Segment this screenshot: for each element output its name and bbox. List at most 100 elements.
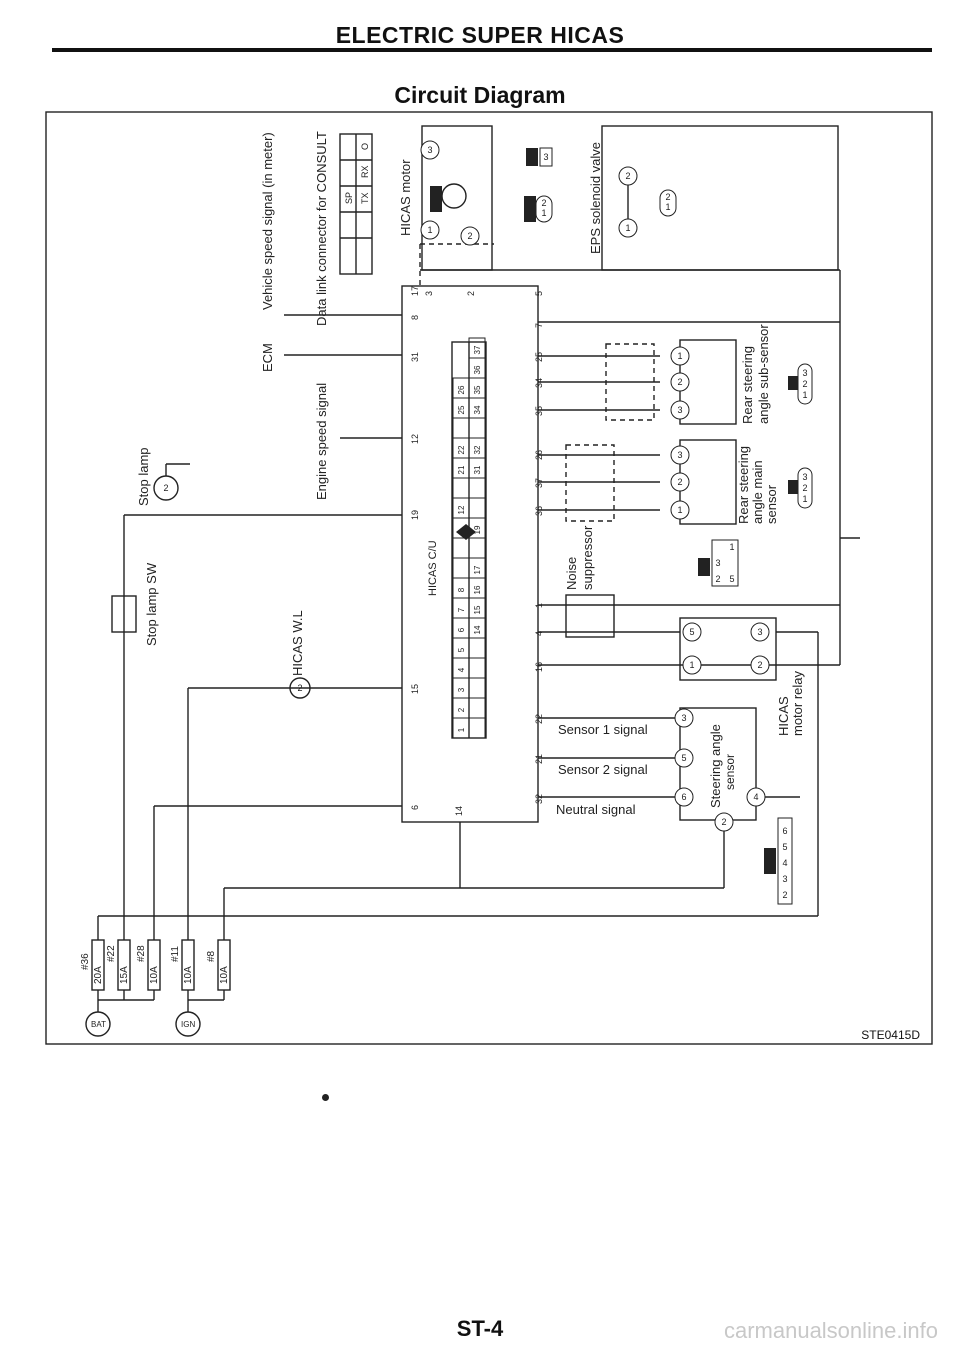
pin-right-37: 37 bbox=[534, 478, 544, 488]
sub-conn-2: 2 bbox=[802, 379, 807, 389]
pin-3: 3 bbox=[424, 291, 434, 296]
pin-right-16: 16 bbox=[534, 662, 544, 672]
rear-main-label-2: angle main bbox=[750, 460, 765, 524]
rear-main-label-1: Rear steering bbox=[736, 446, 751, 524]
fuse-8-rating: 10A bbox=[219, 966, 230, 984]
eps-conn-2: 2 bbox=[665, 192, 670, 202]
fuse-8-id: #8 bbox=[206, 950, 217, 962]
eps-valve-label: EPS solenoid valve bbox=[588, 142, 603, 254]
main-conn-3: 3 bbox=[802, 472, 807, 482]
ecm-label: ECM bbox=[260, 343, 275, 372]
sensor1-label: Sensor 1 signal bbox=[558, 722, 648, 737]
pin-right-36: 36 bbox=[534, 506, 544, 516]
grid-r2-cell bbox=[468, 677, 486, 699]
hicas-control-unit bbox=[401, 285, 539, 823]
engine-speed-label: Engine speed signal bbox=[314, 383, 329, 500]
fuse-28-rating: 10A bbox=[149, 966, 160, 984]
vehicle-speed-label: Vehicle speed signal (in meter) bbox=[260, 132, 275, 310]
motor-relay-label-2: motor relay bbox=[790, 670, 805, 736]
fuse-28-id: #28 bbox=[136, 945, 147, 962]
pin-right-1: 1 bbox=[534, 603, 544, 608]
grid-r2-cell-label: 15 bbox=[473, 605, 482, 614]
page-number: ST-4 bbox=[456, 1316, 504, 1341]
steering-angle-label-2: sensor bbox=[723, 754, 737, 790]
noise-label-2: suppressor bbox=[580, 525, 595, 590]
stop-lamp-label: Stop lamp bbox=[136, 447, 151, 506]
pin-5: 5 bbox=[534, 291, 544, 296]
fuse-11-id: #11 bbox=[170, 946, 181, 962]
angle-pin-3: 3 bbox=[681, 713, 686, 723]
relay-conn-3: 3 bbox=[715, 558, 720, 568]
grid-r2-cell bbox=[468, 417, 486, 439]
grid-r1-cell-label: 4 bbox=[457, 667, 466, 672]
grid-r1-cell-label: 25 bbox=[457, 405, 466, 414]
rear-sub-label-2: angle sub-sensor bbox=[756, 324, 771, 424]
motor-relay-label-1: HICAS bbox=[776, 696, 791, 736]
motor-conn-b-1: 1 bbox=[541, 208, 546, 218]
fuse-36-id: #36 bbox=[80, 953, 91, 970]
rear-sub-label-1: Rear steering bbox=[740, 346, 755, 424]
eps-conn-1: 1 bbox=[665, 202, 670, 212]
pin-left-31: 31 bbox=[410, 352, 420, 362]
pin-left-14: 14 bbox=[454, 806, 464, 816]
grid-r1-cell-label: 3 bbox=[457, 687, 466, 692]
fuse-22-rating: 15A bbox=[119, 966, 130, 984]
grid-r1-cell bbox=[452, 417, 470, 439]
grid-r1-cell-label: 1 bbox=[457, 727, 466, 732]
grid-r2-cell-label: 31 bbox=[473, 465, 482, 474]
grid-r1-cell-label: 6 bbox=[457, 627, 466, 632]
relay-conn-2: 2 bbox=[715, 574, 720, 584]
sub-pin-1: 1 bbox=[677, 351, 682, 361]
fuse-11-rating: 10A bbox=[183, 966, 194, 984]
grid-r2-cell-label: 32 bbox=[473, 445, 482, 454]
relay-pin-3: 3 bbox=[757, 627, 762, 637]
pin-right-35: 35 bbox=[534, 406, 544, 416]
figure-ref-code: STE0415D bbox=[861, 1028, 920, 1042]
pin-left-19: 19 bbox=[410, 510, 420, 520]
diagram-frame bbox=[45, 111, 933, 1045]
grid-r2-cell-label: 35 bbox=[473, 385, 482, 394]
page-title: Circuit Diagram bbox=[394, 82, 566, 108]
rear-main-label-3: sensor bbox=[764, 484, 779, 524]
grid-r2-cell-label: 37 bbox=[473, 345, 482, 354]
angle-pin-2: 2 bbox=[721, 817, 726, 827]
grid-r1-cell-label: 8 bbox=[457, 587, 466, 592]
stop-lamp-sw-label: Stop lamp SW bbox=[144, 562, 159, 646]
hicas-motor-label: HICAS motor bbox=[398, 159, 413, 236]
grid-r1-cell bbox=[452, 537, 470, 559]
grid-r2-cell-label: 34 bbox=[473, 405, 482, 414]
pin-right-22: 22 bbox=[534, 714, 544, 724]
grid-r1-cell-label: 21 bbox=[457, 465, 466, 474]
consult-pin-rx: RX bbox=[360, 165, 370, 178]
grid-r1-cell-label: 12 bbox=[457, 505, 466, 514]
motor-pin-2: 2 bbox=[467, 231, 472, 241]
grid-r2-cell bbox=[468, 657, 486, 679]
relay-conn-5: 5 bbox=[729, 574, 734, 584]
grid-r1-cell-label: 22 bbox=[457, 445, 466, 454]
main-pin-3: 3 bbox=[677, 450, 682, 460]
angle-conn-5: 5 bbox=[782, 842, 787, 852]
grid-r1-cell-label: 26 bbox=[457, 385, 466, 394]
pin-right-4: 4 bbox=[534, 631, 544, 636]
grid-r2-cell bbox=[468, 337, 486, 359]
steering-angle-label-1: Steering angle bbox=[708, 724, 723, 808]
grid-r2-cell-label: 17 bbox=[473, 565, 482, 574]
grid-r2-cell-label: 36 bbox=[473, 365, 482, 374]
bat-label: BAT bbox=[91, 1020, 106, 1029]
pin-left-15: 15 bbox=[410, 684, 420, 694]
grid-r2-cell bbox=[468, 497, 486, 519]
main-conn-2: 2 bbox=[802, 483, 807, 493]
sub-pin-2: 2 bbox=[677, 377, 682, 387]
hicas-cu-label: HICAS C/U bbox=[427, 540, 439, 596]
grid-r1-cell bbox=[452, 477, 470, 499]
pin-right-34: 34 bbox=[534, 378, 544, 388]
consult-pin-sp: SP bbox=[344, 192, 354, 204]
grid-r2-cell-label: 14 bbox=[473, 625, 482, 634]
pin-right-7: 7 bbox=[534, 323, 544, 328]
eps-pin-1: 1 bbox=[625, 223, 630, 233]
watermark: carmanualsonline.info bbox=[723, 1318, 938, 1343]
angle-conn-4: 4 bbox=[782, 858, 787, 868]
stop-pin-2: 2 bbox=[163, 483, 168, 493]
angle-conn-3: 3 bbox=[782, 874, 787, 884]
